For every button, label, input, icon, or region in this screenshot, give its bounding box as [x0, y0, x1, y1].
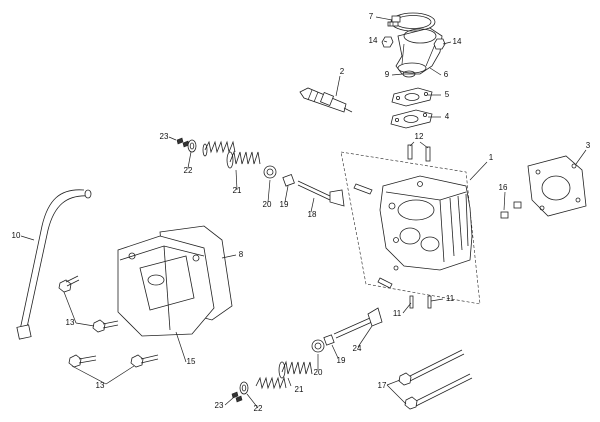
callout-21-upper: 21: [233, 186, 242, 195]
spark-plug: [299, 87, 353, 113]
callout-22-lower: 22: [254, 404, 263, 413]
head-dowels-lower: [409, 295, 432, 309]
cover-bolt-lower-left: [68, 354, 97, 368]
callout-3: 3: [586, 141, 591, 150]
callout-14-left: 14: [369, 36, 378, 45]
cylinder-head: [379, 175, 473, 271]
upper-valve-stem-seal: [282, 174, 295, 187]
head-stud-upper: [398, 349, 465, 386]
callout-20-upper: 20: [263, 200, 272, 209]
cover-bolt-middle: [92, 319, 119, 333]
lower-spring-seat: [311, 339, 325, 353]
cylinder-head-cover: [117, 235, 215, 337]
lower-valve-springs: [255, 360, 313, 390]
intake-gasket: [391, 87, 433, 107]
head-lower-plug: [377, 277, 393, 289]
callout-1: 1: [489, 153, 494, 162]
callout-16: 16: [499, 183, 508, 192]
callout-10: 10: [12, 231, 21, 240]
callout-24: 24: [353, 344, 362, 353]
callout-labels: 1 2 3 4 5 6 7 8 9 10 11 11 12 13 13 14 1…: [12, 12, 591, 413]
lower-spring-retainer: [239, 381, 249, 395]
callout-15: 15: [187, 357, 196, 366]
callout-23-lower: 23: [215, 401, 224, 410]
manifold-nut-left: [381, 36, 394, 48]
callout-5: 5: [445, 90, 450, 99]
callout-22-upper: 22: [184, 166, 193, 175]
lower-valve: [333, 307, 383, 339]
lower-valve-stem-seal: [323, 334, 335, 346]
head-o-ring: [393, 265, 399, 271]
callout-13-upper: 13: [66, 318, 75, 327]
head-stud-lower: [404, 373, 473, 410]
callout-7: 7: [369, 12, 374, 21]
callout-6: 6: [444, 70, 449, 79]
callout-13-lower: 13: [96, 381, 105, 390]
upper-valve-springs: [202, 140, 261, 169]
lower-cotter-keys: [231, 391, 243, 403]
cylinder-head-gasket: [527, 155, 587, 217]
callout-21-lower: 21: [295, 385, 304, 394]
callout-12: 12: [415, 132, 424, 141]
callout-14-right: 14: [453, 37, 462, 46]
upper-valve: [297, 180, 345, 207]
callout-18: 18: [308, 210, 317, 219]
cover-bolt-lower-right: [130, 354, 159, 368]
callout-11-right: 11: [446, 294, 455, 303]
head-dowel-pins: [407, 144, 431, 162]
upper-spring-seat: [263, 165, 277, 179]
callout-11-left: 11: [393, 309, 402, 318]
upper-cotter-keys: [176, 137, 190, 148]
clamp-screw: [387, 21, 399, 27]
callout-8: 8: [239, 250, 244, 259]
leader-lines: [20, 16, 587, 409]
intake-insulator: [390, 109, 433, 129]
cover-bolt-upper: [58, 275, 80, 293]
upper-spring-retainer: [187, 139, 197, 153]
callout-19-lower: 19: [337, 356, 346, 365]
callout-2: 2: [340, 67, 345, 76]
callout-9: 9: [385, 70, 390, 79]
callout-23-upper: 23: [160, 132, 169, 141]
callout-17: 17: [378, 381, 387, 390]
breather-hose: [16, 189, 92, 340]
intake-manifold: [395, 27, 443, 75]
callout-4: 4: [445, 112, 450, 121]
callout-20-lower: 20: [314, 368, 323, 377]
callout-19-upper: 19: [280, 200, 289, 209]
head-side-bolt: [353, 183, 373, 195]
manifold-nut-right: [433, 38, 446, 50]
head-dowels-right: [500, 201, 522, 219]
